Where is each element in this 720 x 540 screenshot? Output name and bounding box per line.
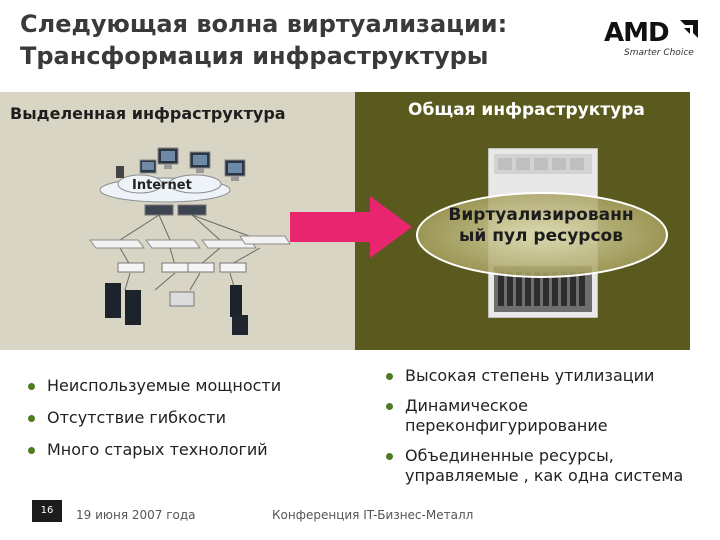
server-icon bbox=[117, 262, 247, 273]
resource-pool-oval bbox=[416, 192, 668, 278]
desktop-computer-icon bbox=[157, 147, 179, 169]
network-diagram bbox=[89, 147, 291, 335]
network-switch-icon bbox=[89, 235, 291, 249]
logo-word: AMD bbox=[604, 18, 670, 48]
slide-title: Следующая волна виртуализации: Трансформ… bbox=[20, 8, 580, 72]
dedicated-issues-list: Неиспользуемые мощности Отсутствие гибко… bbox=[25, 376, 281, 472]
router-icon bbox=[144, 204, 207, 216]
list-item: Объединенные ресурсы, управляемые , как … bbox=[383, 446, 713, 486]
shared-benefits-list: Высокая степень утилизации Динамическое … bbox=[383, 366, 713, 496]
right-arrow-icon bbox=[290, 196, 412, 258]
amd-arrow-icon bbox=[680, 20, 698, 38]
dedicated-infrastructure-header: Выделенная инфраструктура bbox=[10, 104, 286, 123]
list-item: Высокая степень утилизации bbox=[383, 366, 713, 386]
list-item: Неиспользуемые мощности bbox=[25, 376, 281, 408]
virtualized-pool-label: Виртуализированн ый пул ресурсов bbox=[422, 205, 660, 247]
list-item: Отсутствие гибкости bbox=[25, 408, 281, 440]
storage-rack-icon bbox=[105, 283, 242, 325]
pool-label-line1: Виртуализированн bbox=[448, 205, 634, 225]
desktop-computer-icon bbox=[189, 151, 211, 173]
internet-cloud-icon bbox=[99, 174, 231, 203]
footer-date: 19 июня 2007 года bbox=[76, 508, 196, 522]
storage-array-icon bbox=[169, 291, 195, 307]
amd-logo: AMD Smarter Choice bbox=[604, 18, 704, 62]
footer-conference: Конференция IT-Бизнес-Металл bbox=[272, 508, 474, 522]
shared-infrastructure-header: Общая инфраструктура bbox=[408, 100, 645, 120]
list-item: Динамическое переконфигурирование bbox=[383, 396, 713, 436]
logo-tagline: Smarter Choice bbox=[624, 48, 694, 58]
phone-icon bbox=[116, 166, 124, 178]
pool-label-line2: ый пул ресурсов bbox=[459, 226, 623, 246]
slide-title-line1: Следующая волна виртуализации: bbox=[20, 10, 508, 38]
internet-label: Internet bbox=[132, 178, 192, 193]
tower-server-icon bbox=[232, 315, 248, 335]
slide-title-line2: Трансформация инфраструктуры bbox=[20, 42, 489, 70]
desktop-computer-icon bbox=[139, 159, 157, 174]
list-item: Много старых технологий bbox=[25, 440, 281, 472]
desktop-computer-icon bbox=[224, 159, 246, 181]
page-number: 16 bbox=[32, 500, 62, 522]
